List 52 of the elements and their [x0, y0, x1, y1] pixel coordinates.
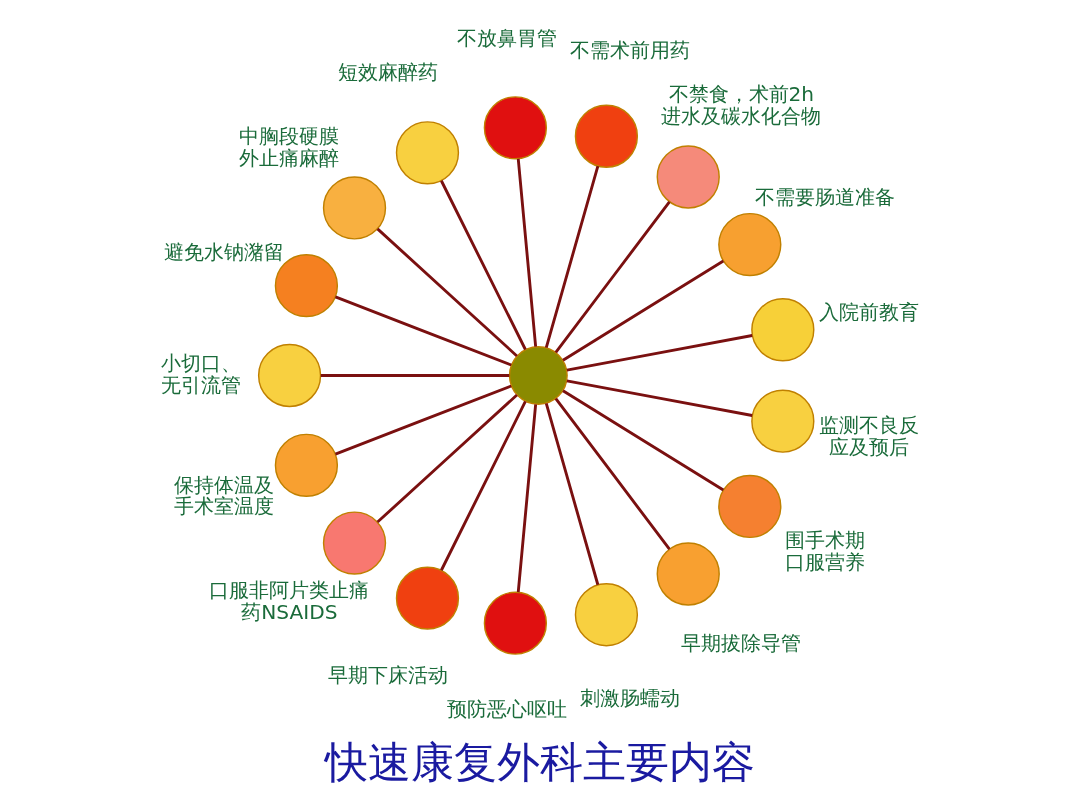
connector: [554, 201, 671, 354]
node-label: 刺激肠蠕动: [580, 685, 681, 710]
node-label: 早期下床活动: [327, 663, 448, 688]
node-circle: [750, 389, 814, 453]
node-label: 小切口、无引流管: [161, 351, 241, 397]
connector: [561, 259, 724, 362]
connector: [376, 393, 518, 524]
node-circle: [574, 104, 638, 168]
connector: [320, 374, 509, 377]
connector: [544, 403, 599, 586]
node-circle: [395, 121, 459, 185]
node-circle: [322, 176, 386, 240]
node-circle: [717, 212, 781, 277]
connector: [439, 180, 527, 351]
connector: [334, 384, 512, 456]
connector: [561, 389, 724, 492]
node-label: 短效麻醉药: [337, 60, 438, 85]
connector: [566, 334, 752, 372]
node-circle: [257, 343, 321, 408]
node-label: 早期拔除导管: [680, 630, 801, 655]
node-circle: [483, 591, 547, 655]
node-circle: [750, 298, 814, 362]
node-label: 不禁食，术前2h进水及碳水化合物: [660, 82, 821, 128]
node-circle: [395, 566, 459, 630]
connector: [376, 227, 518, 357]
connector: [516, 404, 537, 593]
node-label: 口服非阿片类止痛药NSAIDS: [208, 577, 369, 624]
node-label: 中胸段硬膜外止痛麻醉: [238, 124, 339, 170]
node-circle: [322, 511, 386, 575]
connector: [516, 158, 537, 347]
node-label: 入院前教育: [818, 299, 919, 324]
node-circle: [574, 583, 638, 647]
node-label: 保持体温及手术室温度: [173, 472, 274, 519]
connector: [566, 379, 752, 417]
connector: [439, 400, 527, 571]
node-label: 不放鼻胃管: [456, 26, 557, 51]
connector: [334, 295, 512, 367]
node-label: 监测不良反应及预后: [818, 412, 919, 459]
diagram-title: 快速康复外科主要内容: [325, 737, 755, 788]
node-label: 避免水钠潴留: [163, 240, 284, 265]
node-label: 不需术前用药: [570, 37, 691, 62]
node-circle: [483, 96, 547, 160]
node-label: 不需要肠道准备: [754, 184, 895, 209]
node-circle: [274, 433, 338, 497]
node-circle: [508, 345, 568, 405]
node-circle: [656, 542, 720, 606]
node-label: 预防恶心呕吐: [446, 697, 567, 722]
connector: [554, 397, 671, 550]
connector: [544, 165, 599, 348]
node-circle: [717, 474, 781, 539]
node-circle: [656, 145, 720, 209]
node-label: 围手术期口服营养: [784, 528, 865, 574]
